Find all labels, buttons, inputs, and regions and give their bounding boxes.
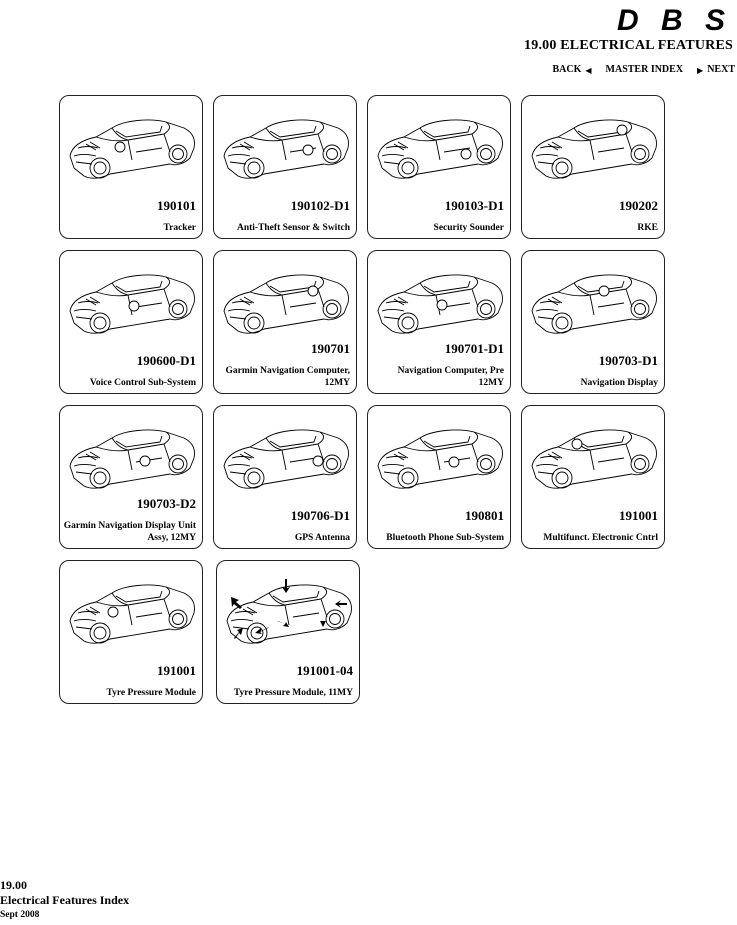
car-locator-icon — [220, 259, 352, 343]
car-locator-icon — [374, 414, 506, 498]
card-code: 190701 — [311, 341, 350, 357]
card-label: Tracker — [163, 222, 196, 234]
feature-card[interactable]: 190102-D1 Anti-Theft Sensor & Switch — [213, 95, 357, 239]
next-link[interactable]: ▶ NEXT — [697, 64, 735, 75]
feature-card[interactable]: 191001-04 Tyre Pressure Module, 11MY — [216, 560, 360, 704]
feature-card[interactable]: 190706-D1 GPS Antenna — [213, 405, 357, 549]
car-locator-icon — [66, 414, 198, 498]
card-label: Garmin Navigation Display Unit Assy, 12M… — [62, 520, 196, 544]
feature-card[interactable]: 190202 RKE — [521, 95, 665, 239]
card-label: Voice Control Sub-System — [90, 377, 196, 389]
card-code: 191001-04 — [297, 663, 353, 679]
master-index-link[interactable]: MASTER INDEX — [606, 64, 684, 75]
feature-card[interactable]: 190101 Tracker — [59, 95, 203, 239]
card-code: 190103-D1 — [445, 198, 504, 214]
card-label: Security Sounder — [434, 222, 504, 234]
footer-date: Sept 2008 — [0, 908, 129, 923]
back-label: BACK — [552, 64, 581, 75]
feature-card[interactable]: 190801 Bluetooth Phone Sub-System — [367, 405, 511, 549]
card-label: Navigation Computer, Pre 12MY — [370, 365, 504, 389]
card-code: 190600-D1 — [137, 353, 196, 369]
car-locator-icon — [220, 104, 352, 188]
card-label: RKE — [637, 222, 658, 234]
card-label: Tyre Pressure Module, 11MY — [234, 687, 353, 699]
card-label: GPS Antenna — [295, 532, 350, 544]
card-code: 190703-D1 — [599, 353, 658, 369]
car-arrows-icon — [223, 569, 355, 653]
logo-text: DBS — [617, 4, 725, 36]
feature-card[interactable]: 190703-D1 Navigation Display — [521, 250, 665, 394]
car-locator-icon — [66, 569, 198, 653]
feature-card[interactable]: 191001 Multifunct. Electronic Cntrl — [521, 405, 665, 549]
navigation-bar: BACK ◀ MASTER INDEX ▶ NEXT — [552, 64, 735, 75]
card-code: 190202 — [619, 198, 658, 214]
feature-card[interactable]: 190103-D1 Security Sounder — [367, 95, 511, 239]
back-arrow-icon: ◀ — [585, 65, 591, 75]
card-label: Anti-Theft Sensor & Switch — [237, 222, 350, 234]
car-locator-icon — [374, 104, 506, 188]
card-code: 191001 — [157, 663, 196, 679]
car-locator-icon — [528, 414, 660, 498]
back-link[interactable]: BACK ◀ — [552, 64, 591, 75]
next-label: NEXT — [707, 64, 735, 75]
card-label: Garmin Navigation Computer, 12MY — [216, 365, 350, 389]
card-code: 190101 — [157, 198, 196, 214]
feature-card[interactable]: 190701 Garmin Navigation Computer, 12MY — [213, 250, 357, 394]
car-locator-icon — [528, 259, 660, 343]
car-locator-icon — [66, 104, 198, 188]
card-label: Multifunct. Electronic Cntrl — [543, 532, 658, 544]
dbs-logo: DBS — [613, 2, 731, 36]
card-code: 190102-D1 — [291, 198, 350, 214]
footer-title: Electrical Features Index — [0, 893, 129, 908]
card-label: Bluetooth Phone Sub-System — [386, 532, 504, 544]
card-code: 190701-D1 — [445, 341, 504, 357]
car-locator-icon — [220, 414, 352, 498]
feature-card[interactable]: 190600-D1 Voice Control Sub-System — [59, 250, 203, 394]
card-label: Navigation Display — [581, 377, 658, 389]
car-locator-icon — [374, 259, 506, 343]
car-locator-icon — [528, 104, 660, 188]
card-code: 190703-D2 — [137, 496, 196, 512]
card-code: 191001 — [619, 508, 658, 524]
page-footer: 19.00 Electrical Features Index Sept 200… — [0, 878, 129, 923]
feature-card[interactable]: 191001 Tyre Pressure Module — [59, 560, 203, 704]
footer-section-number: 19.00 — [0, 878, 129, 893]
feature-card[interactable]: 190703-D2 Garmin Navigation Display Unit… — [59, 405, 203, 549]
next-arrow-icon: ▶ — [697, 65, 703, 75]
car-locator-icon — [66, 259, 198, 343]
card-code: 190706-D1 — [291, 508, 350, 524]
section-title: 19.00 ELECTRICAL FEATURES — [524, 38, 733, 54]
feature-card[interactable]: 190701-D1 Navigation Computer, Pre 12MY — [367, 250, 511, 394]
feature-grid: 190101 Tracker 190102-D1 Anti-Theft Sens… — [59, 95, 669, 705]
card-code: 190801 — [465, 508, 504, 524]
card-label: Tyre Pressure Module — [106, 687, 196, 699]
